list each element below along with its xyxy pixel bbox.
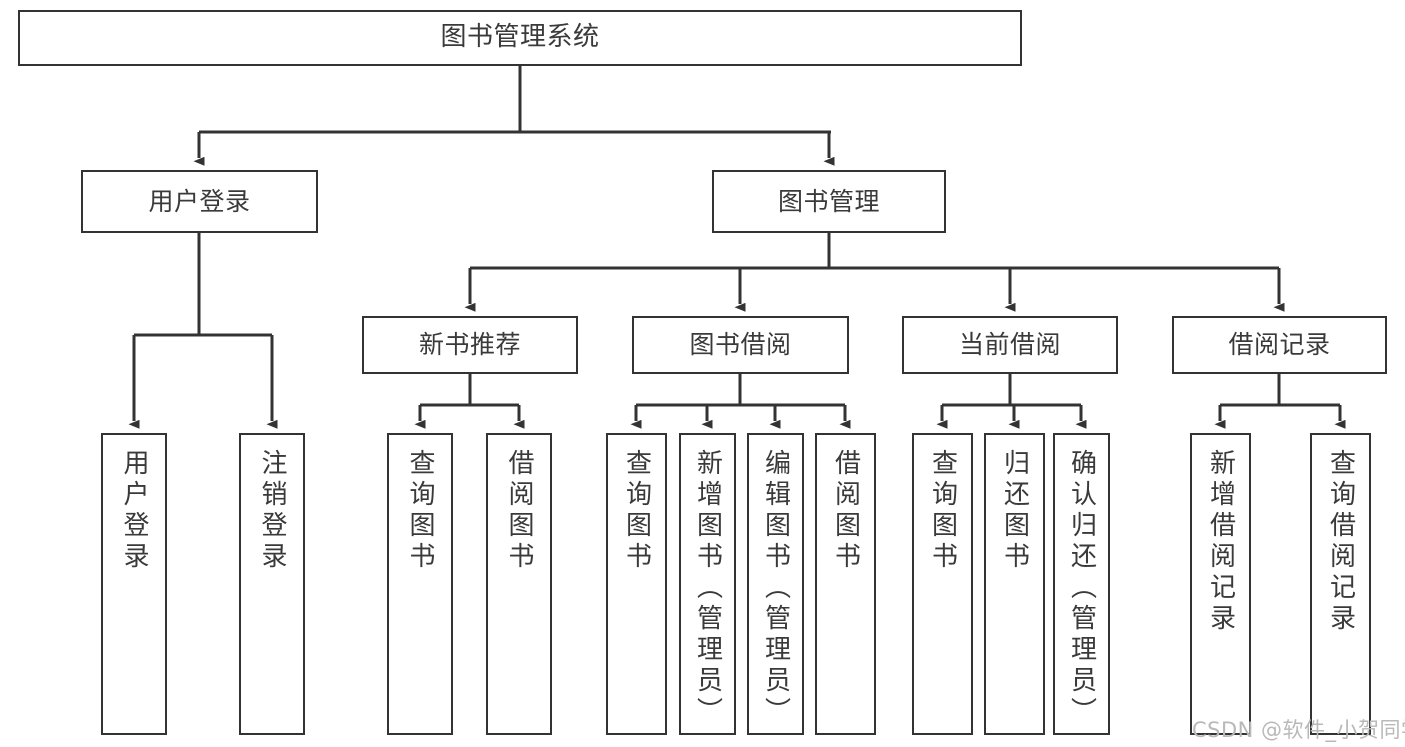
node-leaf-query-borrow-record[interactable]: 查询借阅记录 — [1310, 433, 1371, 735]
node-leaf-user-login-label: 用户登录 — [119, 449, 149, 573]
node-leaf-add-book[interactable]: 新增图书（管理员） — [679, 433, 736, 735]
node-leaf-edit-book-label: 编辑图书（管理员） — [760, 449, 791, 728]
node-book-borrow[interactable]: 图书借阅 — [632, 316, 849, 374]
node-root-label: 图书管理系统 — [440, 22, 600, 53]
edge-group-book-manage — [464, 233, 1285, 312]
node-borrow-record-label: 借阅记录 — [1228, 330, 1331, 359]
node-book-manage-label: 图书管理 — [777, 186, 880, 216]
node-leaf-add-borrow-record-label: 新增借阅记录 — [1205, 449, 1236, 635]
node-leaf-borrow-book-recommend[interactable]: 借阅图书 — [486, 433, 552, 735]
node-user-login-label: 用户登录 — [148, 186, 251, 216]
node-book-manage[interactable]: 图书管理 — [712, 170, 946, 233]
node-leaf-query-book-current[interactable]: 查询图书 — [912, 433, 973, 735]
edge-group-book-borrow — [630, 374, 851, 429]
edge-group-user-login — [128, 233, 278, 429]
csdn-watermark: CSDN @软件_小贺同学 — [1192, 718, 1405, 742]
node-leaf-borrow-book-label: 借阅图书 — [830, 449, 861, 573]
node-borrow-record[interactable]: 借阅记录 — [1172, 316, 1387, 374]
node-leaf-borrow-book-recommend-label: 借阅图书 — [504, 449, 534, 573]
edge-group-current-borrow — [936, 374, 1087, 429]
node-leaf-logout-label: 注销登录 — [257, 449, 287, 573]
edge-group-new-book-recommend — [414, 374, 525, 429]
node-leaf-return-book-label: 归还图书 — [999, 449, 1030, 573]
node-leaf-add-borrow-record[interactable]: 新增借阅记录 — [1190, 433, 1251, 735]
node-leaf-query-book-borrow[interactable]: 查询图书 — [606, 433, 667, 735]
node-leaf-query-book-current-label: 查询图书 — [927, 449, 958, 573]
node-leaf-confirm-return-label: 确认归还（管理员） — [1066, 449, 1097, 728]
node-new-book-recommend-label: 新书推荐 — [418, 330, 521, 359]
node-leaf-add-book-label: 新增图书（管理员） — [692, 449, 723, 728]
node-leaf-confirm-return[interactable]: 确认归还（管理员） — [1053, 433, 1110, 735]
node-root[interactable]: 图书管理系统 — [18, 10, 1022, 66]
edge-group-borrow-record — [1214, 374, 1346, 429]
node-leaf-query-book-recommend-label: 查询图书 — [405, 449, 435, 573]
node-book-borrow-label: 图书借阅 — [689, 330, 792, 359]
node-leaf-edit-book[interactable]: 编辑图书（管理员） — [747, 433, 804, 735]
node-leaf-query-book-recommend[interactable]: 查询图书 — [387, 433, 453, 735]
node-new-book-recommend[interactable]: 新书推荐 — [362, 316, 578, 374]
node-leaf-query-book-borrow-label: 查询图书 — [621, 449, 652, 573]
node-current-borrow-label: 当前借阅 — [958, 330, 1061, 359]
node-current-borrow[interactable]: 当前借阅 — [902, 316, 1118, 374]
node-leaf-logout[interactable]: 注销登录 — [239, 433, 305, 735]
edge-group-root — [193, 66, 835, 166]
node-leaf-query-borrow-record-label: 查询借阅记录 — [1325, 449, 1356, 635]
node-leaf-user-login[interactable]: 用户登录 — [101, 433, 167, 735]
node-leaf-borrow-book[interactable]: 借阅图书 — [815, 433, 876, 735]
node-user-login[interactable]: 用户登录 — [81, 170, 318, 233]
node-leaf-return-book[interactable]: 归还图书 — [984, 433, 1045, 735]
